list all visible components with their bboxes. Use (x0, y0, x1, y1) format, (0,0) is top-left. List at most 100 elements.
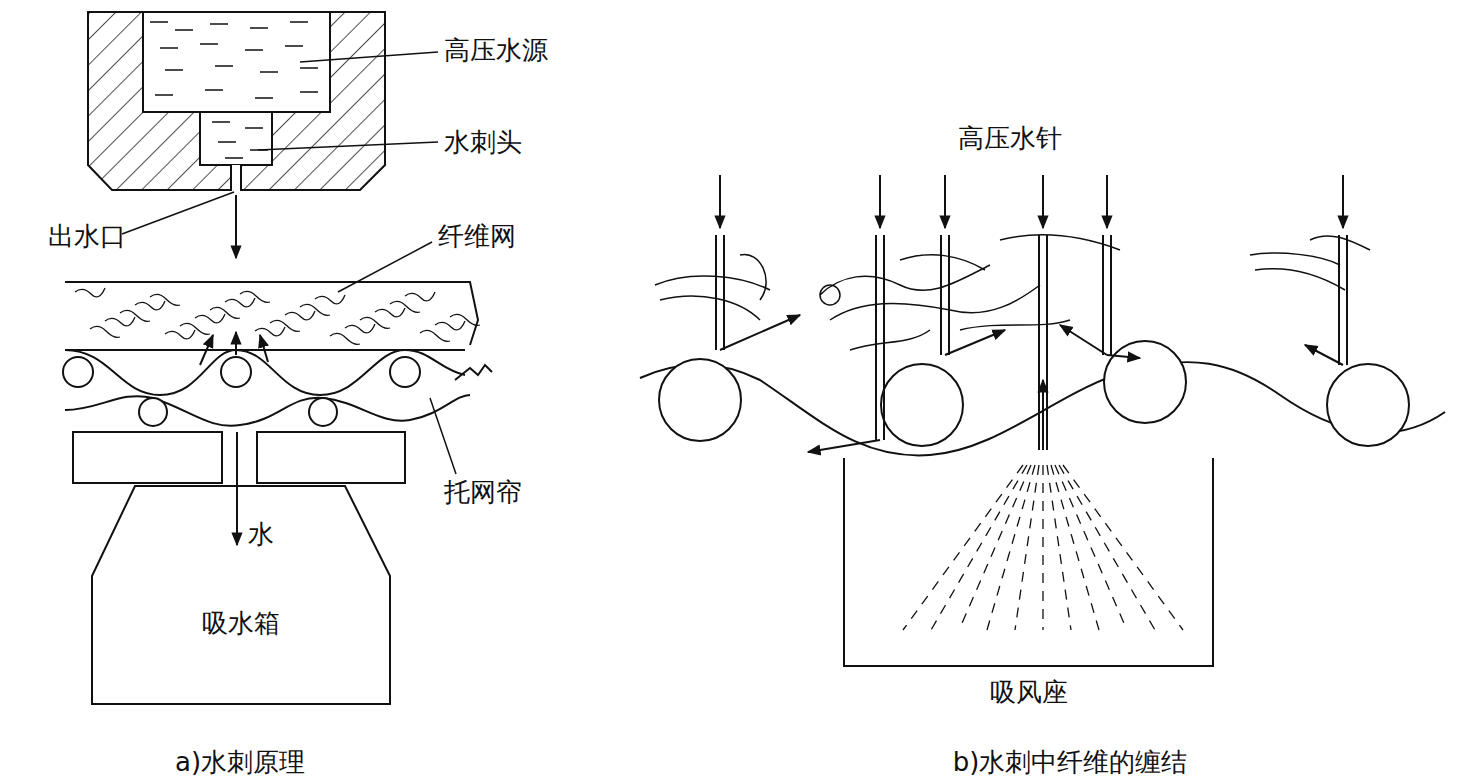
fibre (135, 301, 165, 310)
fibre (180, 323, 210, 334)
part-label: 托网帘 (444, 478, 522, 507)
fibre (375, 308, 405, 317)
water-dash (245, 127, 263, 129)
fibre (105, 317, 135, 326)
fibre (830, 285, 1040, 320)
fibre (850, 320, 1070, 350)
spray-line (931, 465, 1027, 630)
suction-seat: 吸风座 (842, 456, 1215, 716)
part-label: 高压水源 (444, 36, 548, 65)
fibre (330, 333, 360, 344)
node-label: 吸风座 (842, 678, 1215, 707)
water-dash (175, 29, 193, 31)
fibre (120, 310, 150, 321)
part-label: 纤维网 (438, 222, 516, 251)
water-dash (205, 89, 223, 91)
sub-caption: a)水刺原理 (175, 748, 305, 777)
water-dash (155, 94, 173, 96)
deflect-arrow (945, 330, 1005, 355)
spray-line (1055, 465, 1127, 630)
jet (723, 235, 725, 350)
fibre (210, 307, 240, 318)
jet (1038, 235, 1040, 450)
fibre (300, 304, 330, 315)
fibre (255, 327, 285, 336)
deflect-arrow (808, 440, 880, 452)
water-dash (260, 71, 278, 73)
jet (1102, 235, 1104, 355)
water-dash (285, 45, 303, 47)
jet (715, 235, 717, 350)
outline (90, 484, 392, 706)
water-dash (215, 65, 233, 67)
spray-line (1015, 465, 1039, 630)
sub-caption: b)水刺中纤维的缠结 (953, 748, 1188, 777)
fibre (820, 265, 990, 295)
fibre (150, 294, 180, 305)
jet-arrow (1342, 175, 1344, 228)
fibre-loop (820, 285, 840, 305)
spray-line (1059, 465, 1155, 630)
jet-arrow (944, 175, 946, 228)
jet-arrow (1042, 175, 1044, 228)
fibre (740, 254, 766, 300)
water-dash (300, 91, 318, 93)
node-label: 吸水箱 (90, 609, 392, 638)
spray-line (959, 465, 1031, 630)
water-dash (160, 47, 178, 49)
water-dash (250, 27, 268, 29)
fibre (195, 314, 225, 323)
fibre (90, 326, 120, 337)
suction-box: 吸水箱 (90, 484, 392, 706)
fibre (285, 311, 315, 320)
fibre (1250, 236, 1370, 290)
deflect-arrow (1107, 355, 1140, 358)
jet (940, 235, 942, 355)
water-dash (200, 43, 218, 45)
part-label: 水 (248, 520, 274, 549)
water-dash (150, 21, 168, 23)
water-dash (225, 157, 243, 159)
fibre (270, 320, 300, 331)
jet-arrow (879, 175, 881, 228)
spray-line (1042, 465, 1043, 630)
fibre (75, 288, 105, 297)
jet (883, 235, 885, 440)
water-dash (245, 49, 263, 51)
fibre (900, 235, 1120, 270)
spray-line (1051, 465, 1099, 630)
spray-line (987, 465, 1035, 630)
deflect-arrow (720, 315, 800, 350)
water-dash (218, 141, 236, 143)
jet (1110, 235, 1112, 355)
jet-arrow (719, 175, 721, 228)
outline-path (92, 486, 390, 704)
fibre (435, 321, 465, 330)
part-label: 高压水针 (958, 124, 1062, 153)
fibre (390, 301, 420, 312)
part-label: 水刺头 (444, 128, 522, 157)
fibre (405, 292, 435, 301)
fibre (315, 295, 345, 304)
deflect-arrow (1042, 380, 1044, 450)
outline-path (844, 458, 1213, 666)
water-dash (300, 67, 318, 69)
jet-arrow (1106, 175, 1108, 228)
water-dash (212, 121, 230, 123)
spray-line (903, 465, 1023, 630)
deflect-arrow (1305, 345, 1343, 365)
fibre (420, 330, 450, 341)
fibre (225, 298, 255, 307)
outline (842, 456, 1215, 716)
jet (875, 235, 877, 440)
water-dash (290, 21, 308, 23)
jet (948, 235, 950, 355)
fibre (360, 317, 390, 328)
jet (1338, 235, 1340, 365)
spray-line (1047, 465, 1071, 630)
water-dash (210, 23, 228, 25)
deflect-arrow (1060, 325, 1107, 355)
fibre (345, 324, 375, 333)
fibre (450, 314, 480, 325)
